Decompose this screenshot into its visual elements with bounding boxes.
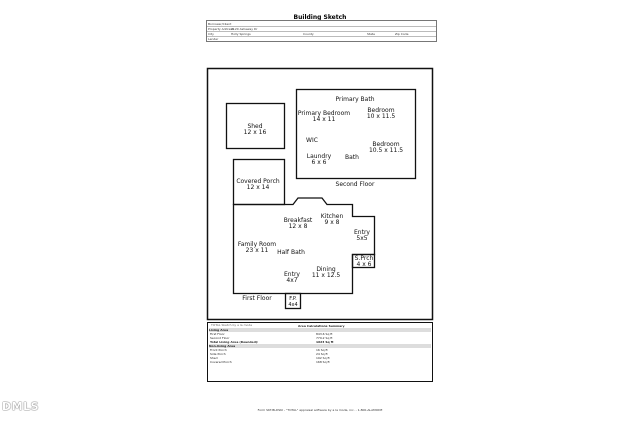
bath-label: Bath — [345, 154, 359, 161]
property-label: Property Address — [208, 26, 234, 31]
living-area-header: Living Area — [209, 328, 431, 332]
first-floor-outline — [232, 197, 376, 295]
kitchen-name: Kitchen — [321, 213, 344, 220]
front-porch-outline — [284, 292, 302, 310]
laundry-name: Laundry — [307, 153, 332, 160]
bedroom2-dims: 10.5 x 11.5 — [369, 147, 403, 154]
form-footer: Form SKT.BLDSKI - "TOTAL" appraisal soft… — [257, 408, 383, 412]
city-value: Holly Springs — [231, 31, 251, 36]
total-living-value: 1623 Sq ft — [316, 340, 334, 344]
living-area-header-text: Living Area — [209, 328, 229, 332]
dining-dims: 11 x 12.5 — [312, 272, 341, 279]
shed-area-value: 192 Sq ft — [316, 356, 330, 360]
front-porch-area-value: 16 Sq ft — [316, 348, 328, 352]
shed-name: Shed — [247, 123, 262, 130]
sketch-frame — [206, 67, 434, 321]
borrower-row: Borrower/Client — [207, 21, 436, 27]
nonliving-area-header: Non-living Area — [209, 344, 431, 348]
entry1-name: Entry — [354, 229, 370, 236]
dining-name: Dining — [316, 266, 336, 273]
kitchen-dims: 9 x 8 — [325, 219, 340, 226]
side-porch-name: S.Prch — [355, 255, 374, 262]
second-floor-outline — [295, 88, 417, 180]
covered-porch-area-label: Covered Porch — [210, 360, 232, 364]
total-living-label: Total Living Area (Rounded): — [210, 340, 259, 344]
side-porch-area-label: Side Porch — [210, 352, 226, 356]
area-summary: TOTAL Sketch by a la mode Area Calculati… — [207, 322, 433, 382]
primary-bath-label: Primary Bath — [335, 96, 374, 103]
second-floor-area-value: 779.2 Sq ft — [316, 336, 333, 340]
covered-porch-dims: 12 x 14 — [247, 184, 270, 191]
second-floor-area-label: Second Floor — [210, 336, 230, 340]
first-floor-area-value: 843.6 Sq ft — [316, 332, 333, 336]
summary-left-note: TOTAL Sketch by a la mode — [211, 323, 253, 327]
side-porch-dims: 4 x 6 — [357, 261, 372, 268]
laundry-dims: 6 x 6 — [312, 159, 327, 166]
covered-porch-name: Covered Porch — [236, 178, 280, 185]
family-room-dims: 23 x 11 — [246, 247, 269, 254]
front-porch-name: F.P. — [289, 296, 297, 302]
zip-label: Zip Code — [395, 31, 409, 36]
breakfast-dims: 12 x 8 — [289, 223, 308, 230]
front-porch-area-label: Front Porch — [210, 348, 227, 352]
breakfast-name: Breakfast — [284, 217, 313, 224]
wic-label: WIC — [306, 137, 318, 144]
second-floor-label: Second Floor — [336, 181, 375, 188]
side-porch-outline — [351, 253, 376, 269]
first-floor-label: First Floor — [242, 295, 272, 302]
bedroom2-name: Bedroom — [372, 141, 399, 148]
bedroom1-dims: 10 x 11.5 — [367, 113, 396, 120]
borrower-label: Borrower/Client — [208, 21, 232, 26]
shed-dims: 12 x 16 — [244, 129, 267, 136]
front-porch-dims: 4x4 — [288, 302, 297, 308]
primary-bedroom-name: Primary Bedroom — [298, 110, 350, 117]
shed-area-label: Shed — [210, 356, 218, 360]
state-label: State — [367, 31, 375, 36]
city-label: City — [208, 31, 214, 36]
covered-porch-area-value: 168 Sq ft — [316, 360, 330, 364]
summary-title: Area Calculations Summary — [298, 324, 345, 328]
county-label: County — [303, 31, 314, 36]
nonliving-area-header-text: Non-living Area — [209, 344, 236, 348]
side-porch-area-value: 24 Sq ft — [316, 352, 328, 356]
entry2-name: Entry — [284, 271, 300, 278]
family-room-name: Family Room — [238, 241, 276, 248]
dmls-watermark: DMLS — [2, 400, 40, 413]
entry1-dims: 5x5 — [356, 235, 367, 242]
lender-label: Lender — [208, 36, 219, 41]
city-row: City Holly Springs County State Zip Code — [207, 31, 436, 37]
lender-row: Lender — [207, 36, 436, 41]
primary-bedroom-dims: 14 x 11 — [313, 116, 336, 123]
bedroom1-name: Bedroom — [367, 107, 394, 114]
property-value: 7120 Ashaway Dr — [231, 26, 258, 31]
document-title: Building Sketch — [293, 14, 347, 21]
first-floor-area-label: First Floor — [210, 332, 225, 336]
half-bath-label: Half Bath — [277, 249, 305, 256]
entry2-dims: 4x7 — [286, 277, 297, 284]
shed-outline — [225, 102, 286, 150]
